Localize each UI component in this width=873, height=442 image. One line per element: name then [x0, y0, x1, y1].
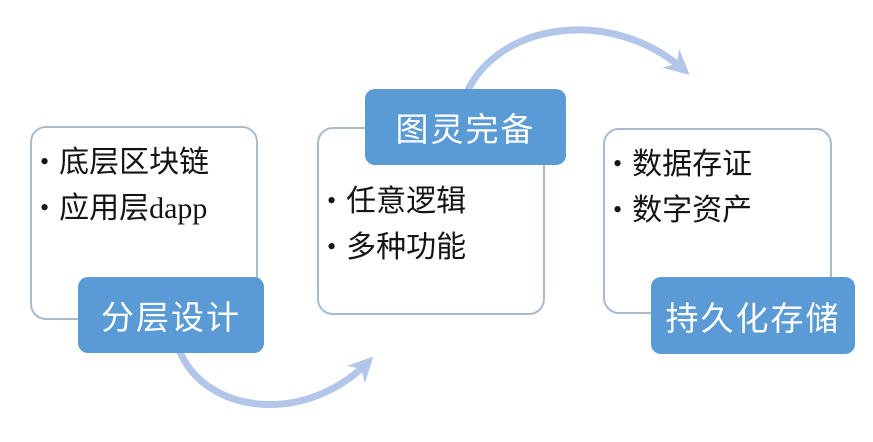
node-label-persistent-storage: 持久化存储 [651, 277, 855, 354]
node-label-text: 图灵完备 [395, 113, 536, 149]
node-label-text: 分层设计 [101, 301, 241, 337]
bullet-item: 应用层dapp [40, 186, 256, 232]
bullet-item: 多种功能 [327, 225, 543, 271]
bullet-item: 任意逻辑 [327, 179, 543, 225]
bullet-item: 数字资产 [613, 188, 830, 234]
node-label-text: 持久化存储 [665, 301, 841, 338]
bullet-item: 数据存证 [613, 142, 830, 188]
bullet-item: 底层区块链 [40, 140, 256, 186]
bullet-list: 数据存证 数字资产 [605, 130, 830, 234]
bullet-list: 底层区块链 应用层dapp [32, 128, 256, 232]
arrow-left-to-middle [176, 348, 374, 408]
node-label-turing-complete: 图灵完备 [365, 89, 566, 165]
arrow-middle-to-right [462, 26, 690, 98]
node-label-layered-design: 分层设计 [78, 277, 264, 353]
bullet-list: 任意逻辑 多种功能 [319, 129, 543, 271]
